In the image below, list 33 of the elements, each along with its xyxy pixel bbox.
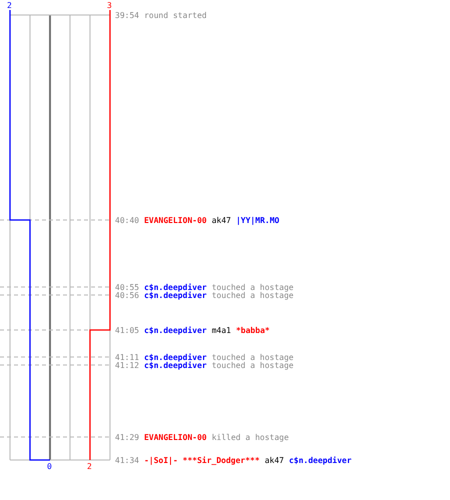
player-name: c$n.deepdiver — [144, 291, 207, 300]
time-label: 41:34 — [115, 456, 140, 465]
player-name: *babba* — [236, 326, 270, 335]
player-name: EVANGELION-00 — [144, 216, 207, 225]
player-name: -|SoI|- ***Sir_Dodger*** — [144, 456, 260, 465]
player-name: c$n.deepdiver — [144, 326, 207, 335]
count-label: 2 — [87, 462, 92, 471]
player-name: |YY|MR.MO — [236, 216, 280, 225]
player-name: c$n.deepdiver — [144, 361, 207, 370]
event-text: round started — [144, 11, 207, 20]
time-label: 40:55 — [115, 283, 140, 292]
event-text: touched a hostage — [212, 283, 294, 292]
time-label: 40:56 — [115, 291, 140, 300]
time-label: 40:40 — [115, 216, 140, 225]
weapon-name: ak47 — [212, 216, 231, 225]
weapon-name: m4a1 — [212, 326, 231, 335]
player-name: c$n.deepdiver — [288, 456, 352, 465]
time-label: 41:12 — [115, 361, 140, 370]
time-label: 41:11 — [115, 353, 140, 362]
player-name: c$n.deepdiver — [144, 353, 207, 362]
time-label: 41:05 — [115, 326, 140, 335]
time-label: 41:29 — [115, 433, 140, 442]
player-name: c$n.deepdiver — [144, 283, 207, 292]
event-text: killed a hostage — [212, 433, 289, 442]
event-text: touched a hostage — [212, 361, 294, 370]
count-label: 2 — [7, 1, 12, 10]
player-name: EVANGELION-00 — [144, 433, 207, 442]
weapon-name: ak47 — [264, 456, 284, 465]
count-label: 0 — [47, 462, 52, 471]
event-text: touched a hostage — [212, 291, 294, 300]
event-text: touched a hostage — [212, 353, 294, 362]
count-label: 3 — [107, 1, 112, 10]
time-label: 39:54 — [115, 11, 140, 20]
